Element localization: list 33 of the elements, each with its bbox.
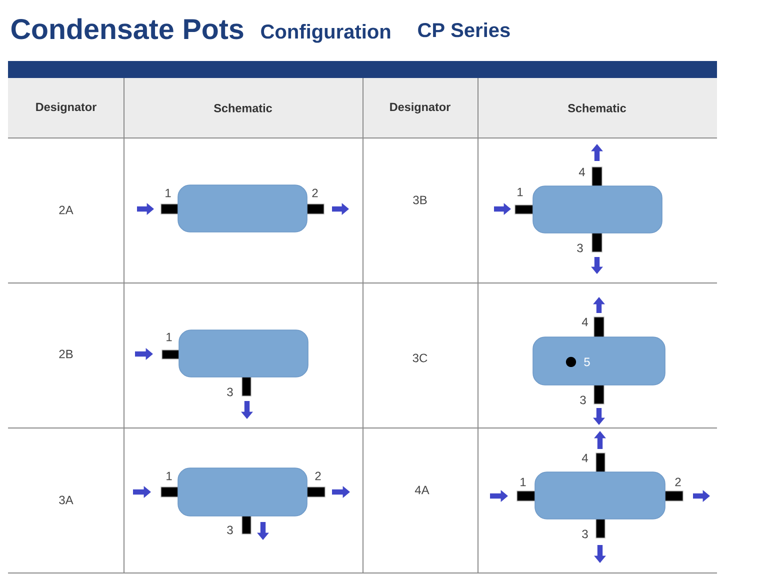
port-number: 1 [166,332,172,342]
designator: 3A [59,496,74,504]
title: Condensate Pots [11,18,244,40]
vessel: 5 [532,336,666,386]
port-number: 3 [582,530,588,538]
designator: 3B [413,196,427,204]
designator: 4A [414,486,430,494]
port-number: 3 [580,396,586,404]
vessel [532,186,662,234]
designator: 2A [59,206,74,214]
column-header: Designator [8,78,124,138]
column-header: Designator [363,78,478,138]
port-number: 2 [312,188,318,198]
port-number: 1 [520,478,526,486]
port-number: 4 [582,318,588,326]
port-number: 1 [518,188,523,196]
port-number: 1 [166,188,171,198]
designator: 3C [412,354,428,362]
subtitle: CP Series [418,22,510,38]
port-number: 1 [166,472,172,480]
designator: 2B [59,350,73,358]
port-number: 3 [227,526,233,534]
port-number: 3 [227,388,233,396]
port-number: 3 [577,244,583,252]
port-number: 2 [315,472,321,480]
vessel [178,184,308,232]
subtitle: Configuration [261,24,390,43]
vessel [178,330,308,378]
port-number: 2 [675,478,681,486]
vessel [534,472,666,520]
vessel [178,468,308,516]
port-number: 4 [578,168,585,176]
port-number: 4 [582,454,588,462]
